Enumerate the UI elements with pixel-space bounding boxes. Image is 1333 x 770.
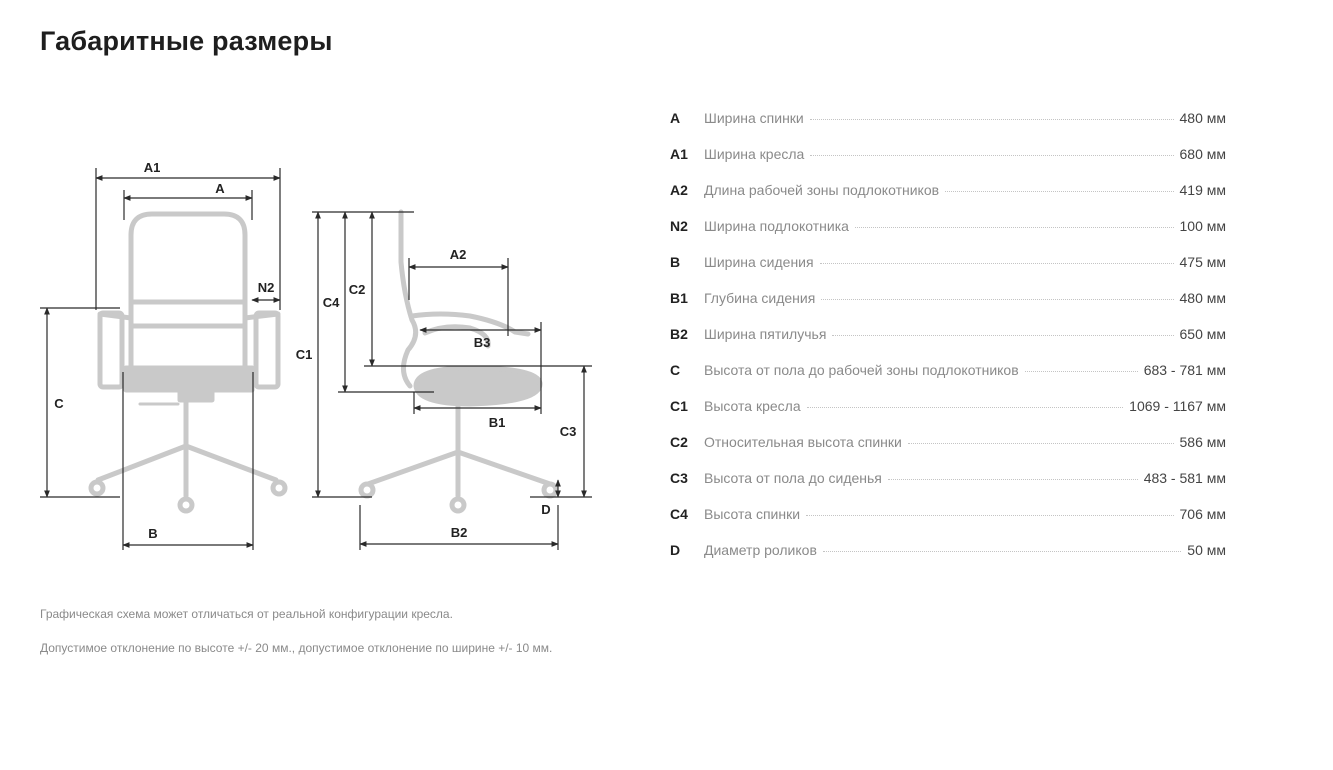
label-B2: B2 bbox=[451, 525, 468, 540]
note-tolerance: Допустимое отклонение по высоте +/- 20 м… bbox=[40, 641, 553, 655]
spec-leader-dots bbox=[819, 263, 1174, 264]
spec-value: 680 мм bbox=[1179, 146, 1227, 162]
label-D: D bbox=[541, 502, 550, 517]
spec-leader-dots bbox=[854, 227, 1174, 228]
label-B: B bbox=[148, 526, 157, 541]
spec-name: Ширина пятилучья bbox=[704, 326, 827, 342]
spec-row: C1 Высота кресла 1069 - 1167 мм bbox=[670, 398, 1226, 434]
spec-code: A1 bbox=[670, 146, 688, 162]
spec-code: A bbox=[670, 110, 681, 126]
spec-row: A1 Ширина кресла 680 мм bbox=[670, 146, 1226, 182]
spec-leader-dots bbox=[806, 407, 1124, 408]
spec-row: B2 Ширина пятилучья 650 мм bbox=[670, 326, 1226, 362]
spec-row: B Ширина сидения 475 мм bbox=[670, 254, 1226, 290]
spec-name: Ширина подлокотника bbox=[704, 218, 849, 234]
spec-value: 419 мм bbox=[1179, 182, 1227, 198]
spec-value: 483 - 581 мм bbox=[1143, 470, 1226, 486]
spec-value: 475 мм bbox=[1179, 254, 1227, 270]
label-C: C bbox=[54, 396, 64, 411]
label-C1: C1 bbox=[296, 347, 313, 362]
label-A: A bbox=[215, 181, 225, 196]
chair-front-silhouette bbox=[88, 211, 288, 514]
spec-code: C bbox=[670, 362, 681, 378]
dimension-lines bbox=[40, 168, 592, 550]
label-A2: A2 bbox=[450, 247, 467, 262]
spec-code: B1 bbox=[670, 290, 688, 306]
spec-value: 683 - 781 мм bbox=[1143, 362, 1226, 378]
spec-row: C4 Высота спинки 706 мм bbox=[670, 506, 1226, 542]
spec-code: C2 bbox=[670, 434, 688, 450]
spec-code: D bbox=[670, 542, 681, 558]
spec-value: 650 мм bbox=[1179, 326, 1227, 342]
label-B1: B1 bbox=[489, 415, 506, 430]
spec-name: Высота от пола до сиденья bbox=[704, 470, 882, 486]
label-C3: C3 bbox=[560, 424, 577, 439]
label-C4: C4 bbox=[323, 295, 340, 310]
spec-name: Высота спинки bbox=[704, 506, 801, 522]
spec-name: Относительная высота спинки bbox=[704, 434, 902, 450]
spec-row: N2 Ширина подлокотника 100 мм bbox=[670, 218, 1226, 254]
spec-code: A2 bbox=[670, 182, 688, 198]
label-A1: A1 bbox=[144, 160, 161, 175]
spec-value: 480 мм bbox=[1179, 110, 1227, 126]
spec-code: C3 bbox=[670, 470, 688, 486]
spec-row: B1 Глубина сидения 480 мм bbox=[670, 290, 1226, 326]
spec-name: Диаметр роликов bbox=[704, 542, 817, 558]
spec-leader-dots bbox=[821, 299, 1174, 300]
dimension-spec-list: A Ширина спинки 480 мм A1 Ширина кресла 680 … bbox=[670, 110, 1226, 578]
spec-name: Высота кресла bbox=[704, 398, 801, 414]
spec-row: C2 Относительная высота спинки 586 мм bbox=[670, 434, 1226, 470]
spec-name: Глубина сидения bbox=[704, 290, 816, 306]
spec-code: N2 bbox=[670, 218, 688, 234]
spec-code: B bbox=[670, 254, 681, 270]
spec-value: 586 мм bbox=[1179, 434, 1227, 450]
spec-code: C1 bbox=[670, 398, 688, 414]
disclaimer-notes: Графическая схема может отличаться от ре… bbox=[40, 604, 560, 672]
spec-leader-dots bbox=[1024, 371, 1138, 372]
spec-name: Ширина сидения bbox=[704, 254, 814, 270]
label-C2: C2 bbox=[349, 282, 366, 297]
spec-leader-dots bbox=[907, 443, 1174, 444]
spec-name: Высота от пола до рабочей зоны подлокотн… bbox=[704, 362, 1019, 378]
chair-dimensions-diagram: A1 A N2 C B C1 C4 C2 A2 B3 B1 C3 D B2 bbox=[30, 150, 620, 560]
spec-row: A Ширина спинки 480 мм bbox=[670, 110, 1226, 146]
label-B3: B3 bbox=[474, 335, 491, 350]
spec-name: Длина рабочей зоны подлокотников bbox=[704, 182, 940, 198]
spec-value: 100 мм bbox=[1179, 218, 1227, 234]
spec-value: 50 мм bbox=[1187, 542, 1226, 558]
spec-value: 480 мм bbox=[1179, 290, 1227, 306]
spec-leader-dots bbox=[945, 191, 1174, 192]
spec-leader-dots bbox=[806, 515, 1174, 516]
spec-name: Ширина спинки bbox=[704, 110, 804, 126]
spec-row: A2 Длина рабочей зоны подлокотников 419 мм bbox=[670, 182, 1226, 218]
spec-row: C Высота от пола до рабочей зоны подлокот… bbox=[670, 362, 1226, 398]
spec-row: C3 Высота от пола до сиденья 483 - 581 мм bbox=[670, 470, 1226, 506]
spec-code: C4 bbox=[670, 506, 688, 522]
spec-name: Ширина кресла bbox=[704, 146, 805, 162]
spec-row: D Диаметр роликов 50 мм bbox=[670, 542, 1226, 578]
spec-leader-dots bbox=[832, 335, 1174, 336]
spec-leader-dots bbox=[887, 479, 1138, 480]
spec-code: B2 bbox=[670, 326, 688, 342]
page-title: Габаритные размеры bbox=[40, 26, 333, 56]
spec-leader-dots bbox=[809, 119, 1174, 120]
label-N2: N2 bbox=[258, 280, 275, 295]
spec-leader-dots bbox=[810, 155, 1174, 156]
note-schema: Графическая схема может отличаться от ре… bbox=[40, 607, 453, 621]
spec-value: 1069 - 1167 мм bbox=[1129, 398, 1226, 414]
spec-leader-dots bbox=[822, 551, 1182, 552]
spec-value: 706 мм bbox=[1179, 506, 1227, 522]
